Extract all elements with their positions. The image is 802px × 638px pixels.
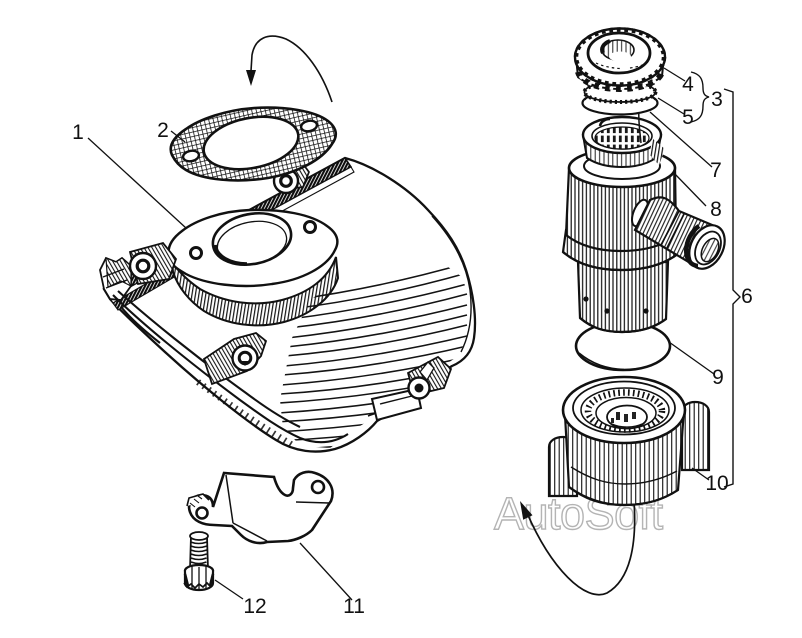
svg-text:3: 3	[711, 88, 723, 111]
svg-text:6: 6	[741, 285, 753, 308]
svg-text:7: 7	[710, 159, 722, 182]
svg-text:5: 5	[682, 106, 694, 129]
svg-text:4: 4	[682, 73, 694, 96]
svg-text:1: 1	[72, 121, 84, 144]
svg-text:8: 8	[710, 198, 722, 221]
svg-text:12: 12	[243, 595, 266, 618]
svg-text:10: 10	[705, 472, 728, 495]
svg-text:2: 2	[157, 119, 169, 142]
svg-text:9: 9	[712, 366, 724, 389]
svg-text:11: 11	[343, 595, 365, 618]
